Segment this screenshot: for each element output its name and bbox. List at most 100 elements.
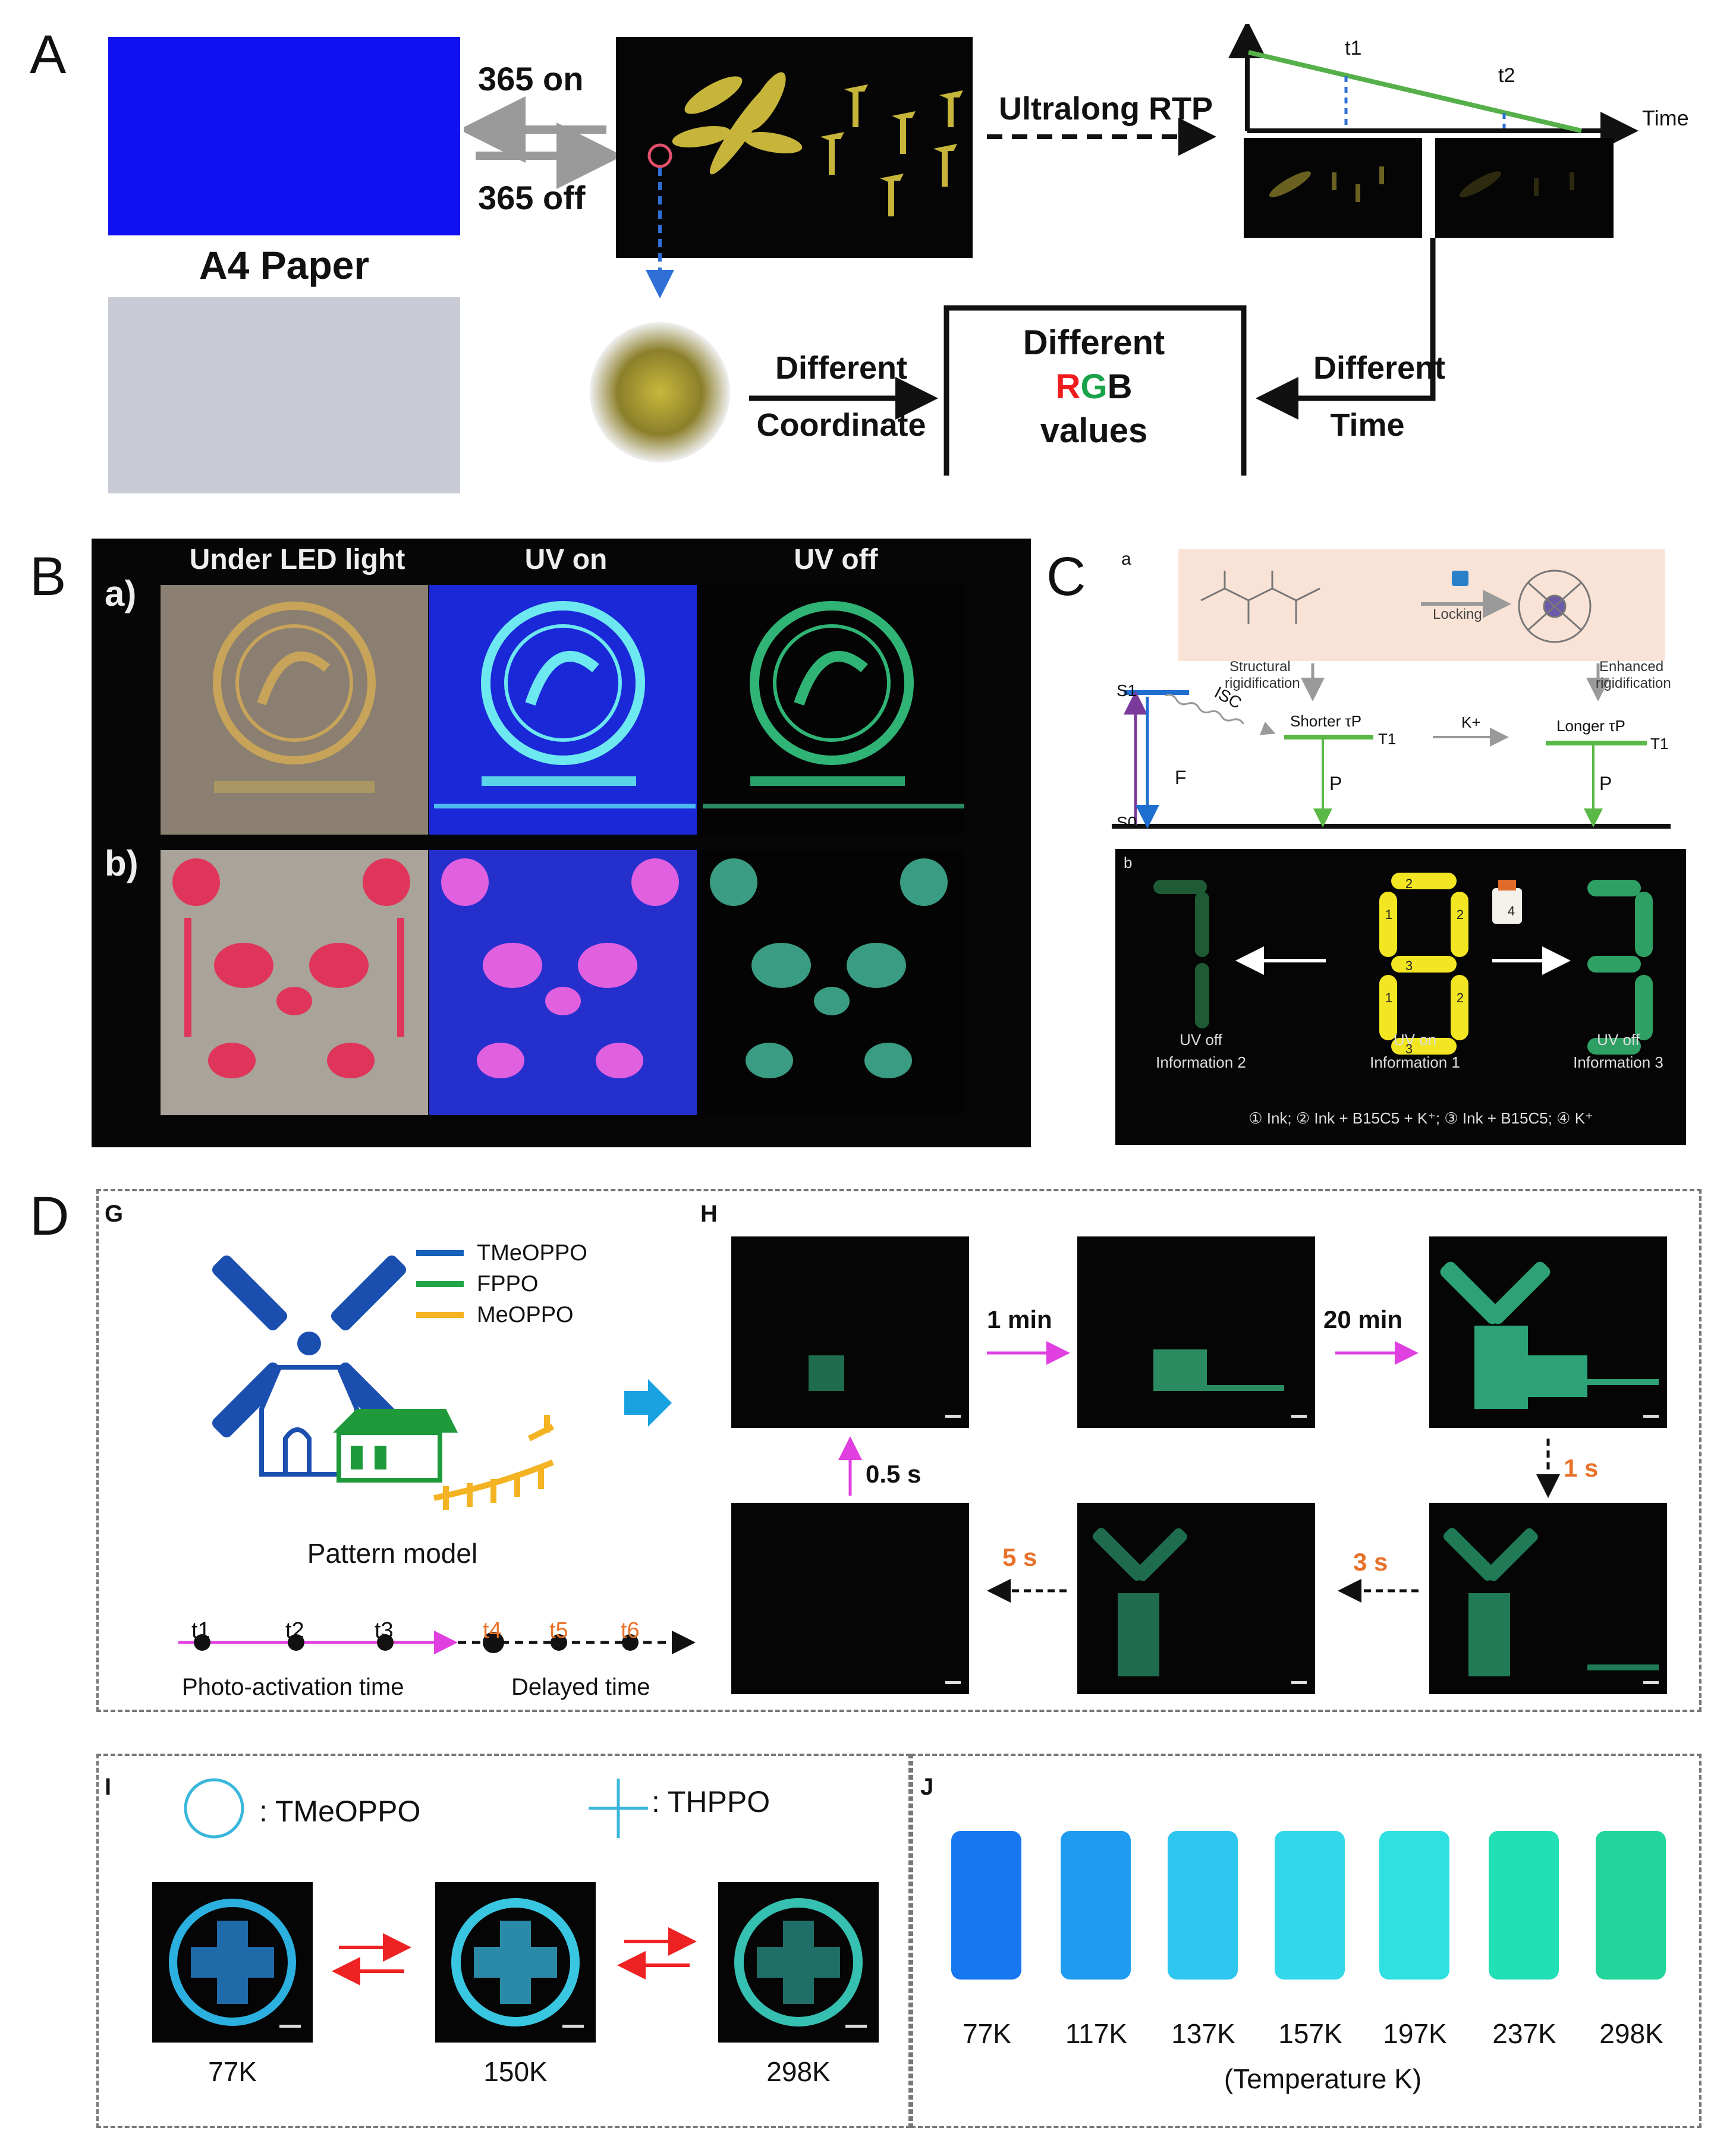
s1-label: S1 <box>1117 681 1137 700</box>
j-swatch-117k <box>1061 1831 1131 1980</box>
diff-coord-2: Coordinate <box>756 407 926 443</box>
sample-point-circle <box>647 143 672 168</box>
seg-num-top: 2 <box>1405 876 1413 891</box>
caption-info-2: UV off Information 2 <box>1141 1028 1260 1074</box>
timeline-t6: t6 <box>621 1618 640 1643</box>
j-label-197k: 197K <box>1383 2018 1447 2049</box>
dragonfly-pattern <box>672 72 803 175</box>
digit-3 <box>1587 880 1653 1055</box>
uv-on-label: 365 on <box>478 60 584 97</box>
step-5s: 5 s <box>1002 1543 1037 1571</box>
j-swatch-137k <box>1168 1831 1238 1980</box>
timeline-t5: t5 <box>549 1618 568 1643</box>
seg-num-bl: 1 <box>1385 990 1393 1005</box>
i-temp-298: 298K <box>766 2056 831 2087</box>
pattern-model-label: Pattern model <box>307 1538 478 1569</box>
rgb-line-1: Different <box>1023 323 1165 362</box>
legend-swatch <box>416 1312 464 1318</box>
j-swatch-197k <box>1379 1831 1449 1980</box>
pattern-model-svg <box>178 1255 696 1654</box>
sub-j: J <box>920 1774 934 1800</box>
panel-i-frame <box>96 1754 911 2128</box>
k-label: K+ <box>1461 713 1481 731</box>
panel-label-a: A <box>30 24 67 85</box>
legend-tmeoppo: TMeOPPO <box>416 1238 587 1269</box>
panel-label-c: C <box>1046 546 1086 607</box>
j-label-137k: 137K <box>1171 2018 1235 2049</box>
rgb-sphere <box>590 322 730 462</box>
caption-info-1-line1: UV on <box>1393 1031 1437 1049</box>
row-b-label: b) <box>105 844 139 883</box>
enhanced-rig-1: Enhanced <box>1599 659 1664 675</box>
longer-label: Longer τP <box>1556 717 1625 735</box>
j-label-117k: 117K <box>1065 2018 1128 2049</box>
step-1s: 1 s <box>1564 1454 1599 1482</box>
panel-b-photos <box>161 585 966 1115</box>
panel-label-b: B <box>30 546 67 607</box>
panel-label-d: D <box>30 1186 70 1247</box>
fence <box>433 1415 555 1510</box>
j-swatch-298k <box>1596 1831 1666 1980</box>
digit-7 <box>1153 880 1209 1028</box>
h-photo-grid <box>731 1236 1667 1694</box>
j-axis-label: (Temperature K) <box>1224 2063 1422 2094</box>
mushroom-pattern <box>820 84 963 216</box>
diff-coord-1: Different <box>775 350 907 386</box>
gray-a4-paper <box>108 297 460 493</box>
diff-time-2: Time <box>1330 407 1405 443</box>
s0-label: S0 <box>1117 813 1137 832</box>
panel-a-graphics <box>464 24 1638 476</box>
t1-label-1: T1 <box>1378 730 1397 748</box>
seg-num-br: 2 <box>1456 990 1464 1005</box>
row-a-label: a) <box>105 574 137 613</box>
p-label-2: P <box>1599 773 1612 794</box>
legend-meoppo: MeOPPO <box>416 1299 587 1330</box>
spray-num: 4 <box>1507 904 1515 918</box>
legend-text: TMeOPPO <box>477 1240 587 1266</box>
legend-fppo: FPPO <box>416 1269 587 1299</box>
j-swatch-157k <box>1275 1831 1345 1980</box>
t2-label: t2 <box>1498 64 1515 87</box>
caption-info-3-line1: UV off <box>1597 1031 1640 1049</box>
g-legend: TMeOPPO FPPO MeOPPO <box>416 1238 587 1330</box>
j-swatch-77k <box>951 1831 1021 1980</box>
rgb-b: B <box>1107 367 1133 406</box>
rgb-line-2: RGB <box>951 365 1237 409</box>
structural-rig-1: Structural <box>1229 659 1291 675</box>
j-swatch-row <box>951 1831 1688 1991</box>
delayed-time-label: Delayed time <box>511 1674 650 1700</box>
step-20min: 20 min <box>1323 1305 1403 1333</box>
col-led: Under LED light <box>189 544 405 575</box>
rgb-g: G <box>1080 367 1108 406</box>
timeline-t4: t4 <box>483 1618 502 1643</box>
step-1min: 1 min <box>987 1305 1052 1333</box>
panel-j-frame <box>911 1754 1702 2128</box>
j-label-298k: 298K <box>1599 2018 1663 2049</box>
seg-num-bottom: 3 <box>1405 1041 1413 1056</box>
decay-line <box>1248 50 1582 133</box>
diff-time-1: Different <box>1313 350 1445 386</box>
legend-text: MeOPPO <box>477 1302 574 1327</box>
j-label-157k: 157K <box>1278 2018 1342 2049</box>
rgb-box-text: Different RGB values <box>951 321 1237 453</box>
caption-info-1: UV on Information 1 <box>1350 1028 1480 1074</box>
blue-a4-paper <box>108 37 460 235</box>
t1-label: t1 <box>1345 37 1362 59</box>
enhanced-rig-2: rigidification <box>1596 675 1671 691</box>
model-arrow <box>624 1379 672 1427</box>
info-box <box>1115 849 1686 1145</box>
rgb-box <box>944 305 1247 476</box>
legend-swatch <box>416 1281 464 1287</box>
step-3s: 3 s <box>1353 1548 1388 1576</box>
rgb-r: R <box>1055 367 1081 406</box>
panel-c-graphics <box>1112 549 1686 1145</box>
j-label-237k: 237K <box>1492 2018 1556 2049</box>
t1-label-2: T1 <box>1650 735 1669 753</box>
caption-info-3: UV off Information 3 <box>1553 1028 1684 1074</box>
timeline-t3: t3 <box>375 1618 394 1643</box>
panel-c-sub-b: b <box>1124 854 1133 871</box>
timeline-t1: t1 <box>191 1618 210 1643</box>
shorter-label: Shorter τP <box>1290 712 1362 730</box>
rgb-line-3: values <box>1040 411 1148 450</box>
timeline-t2: t2 <box>285 1618 304 1643</box>
